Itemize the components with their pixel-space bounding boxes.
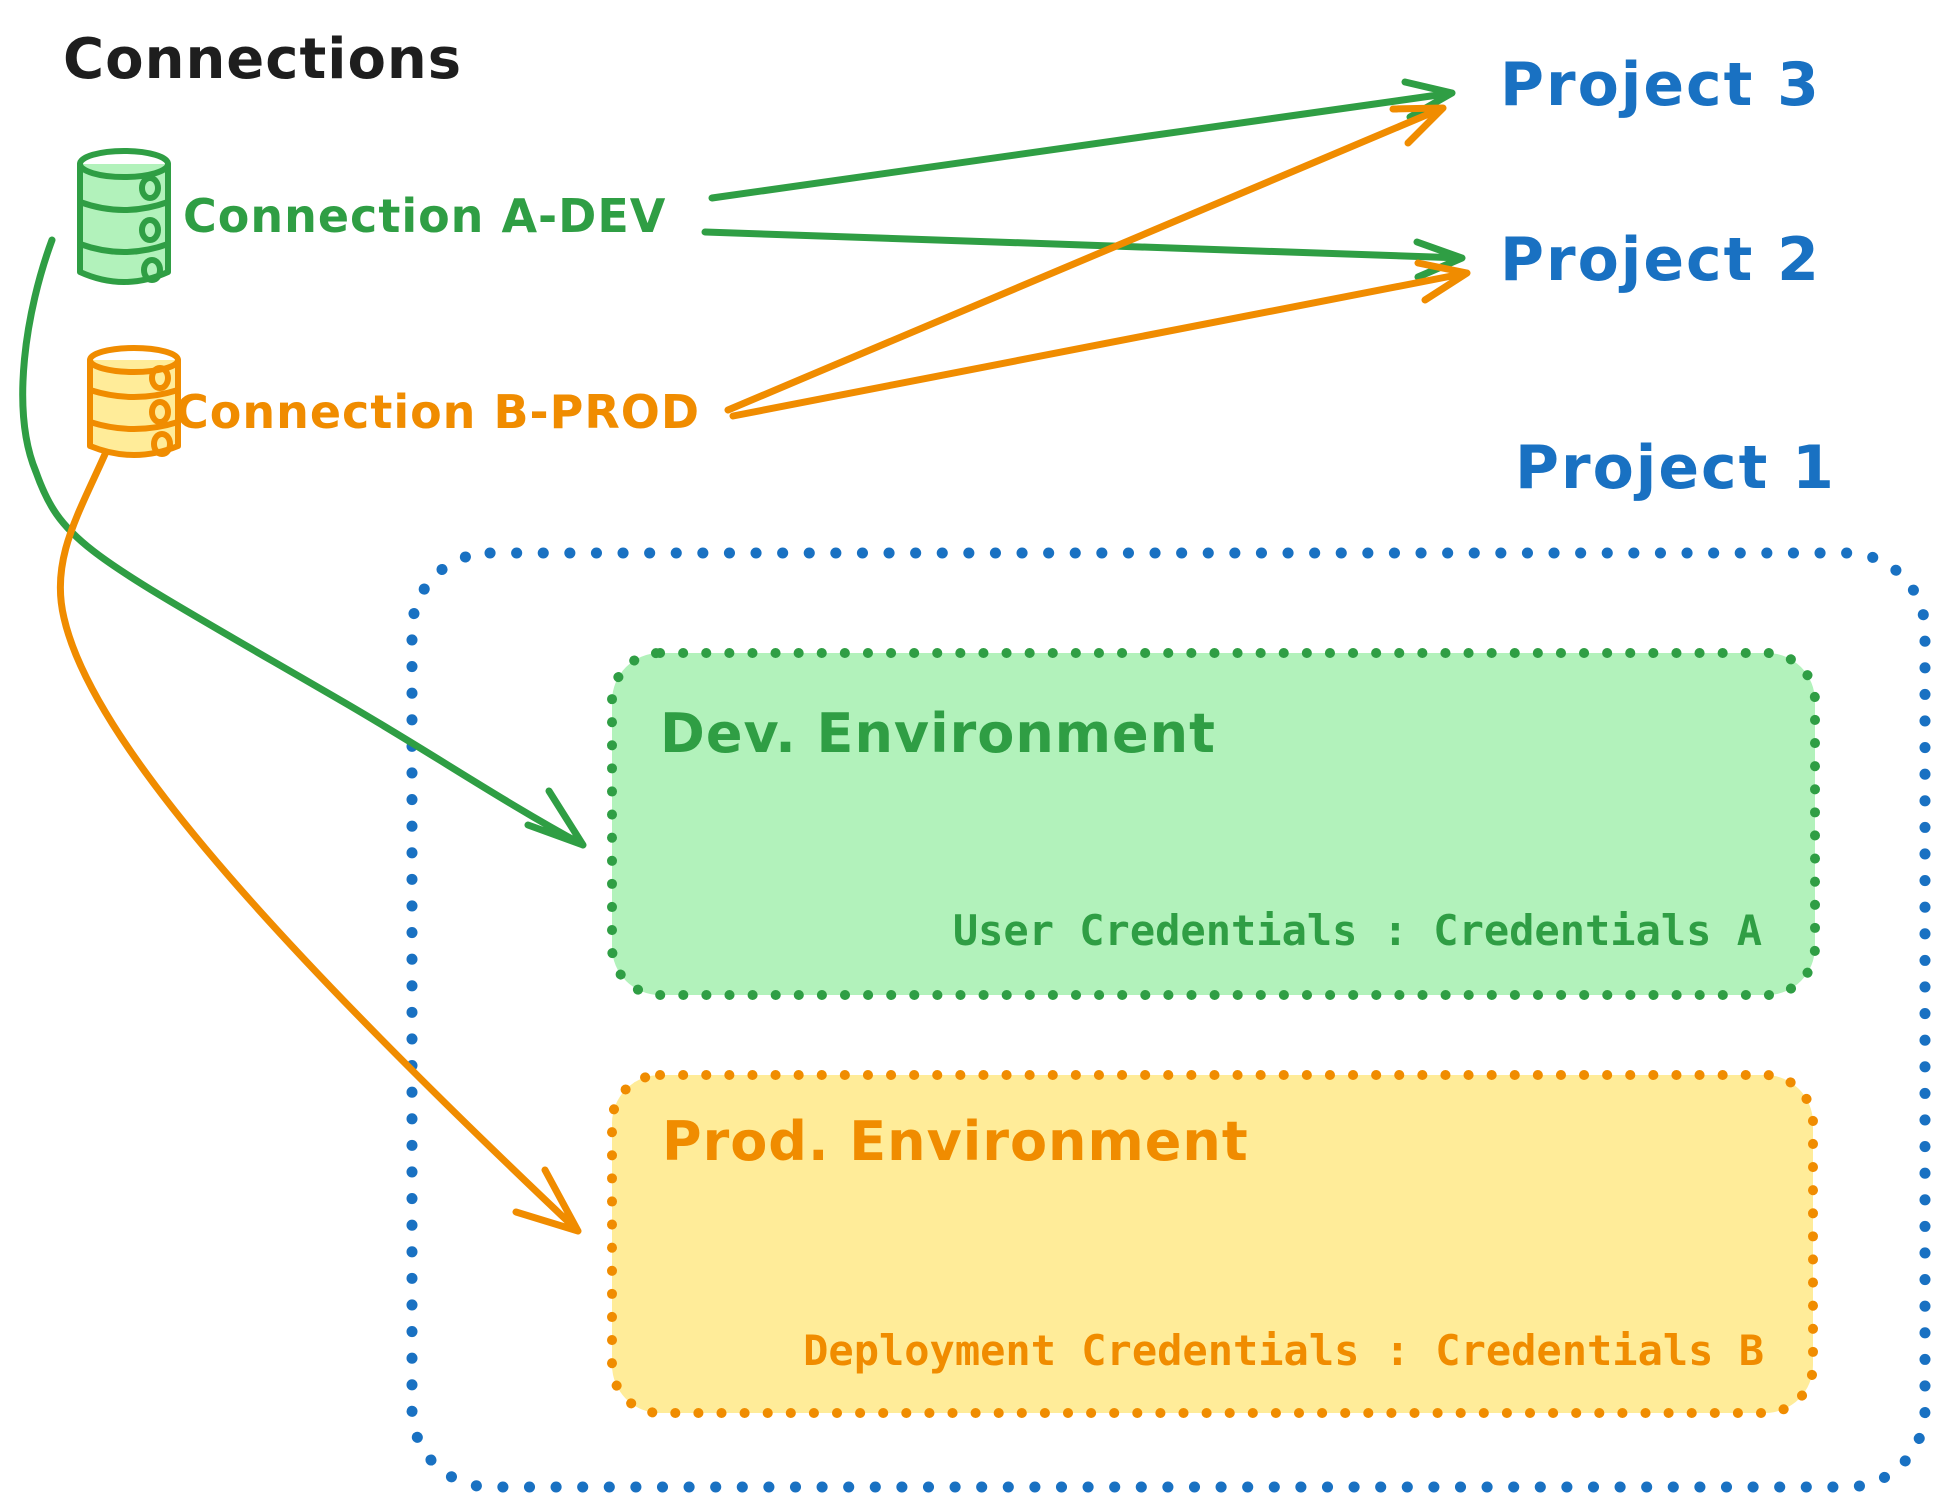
project-1-box	[406, 547, 1931, 1493]
project-3-label: Project 3	[1500, 50, 1821, 120]
connections-title: Connections	[63, 27, 462, 92]
prod-environment-box	[607, 1070, 1818, 1418]
arrow-a-dev-to-project-3	[708, 78, 1456, 202]
database-b-prod-icon	[87, 345, 181, 458]
prod-environment-credentials: Deployment Credentials : Credentials B	[803, 1326, 1764, 1375]
arrow-b-prod-to-project-2	[729, 259, 1471, 420]
dev-environment-credentials: User Credentials : Credentials A	[953, 906, 1762, 955]
connection-a-dev-label: Connection A-DEV	[183, 189, 666, 243]
arrow-b-prod-to-project-3	[724, 104, 1447, 414]
dev-environment-box	[607, 648, 1820, 1000]
database-a-dev-icon	[77, 148, 171, 285]
arrow-a-dev-to-dev-environment	[19, 236, 587, 849]
project-1-label: Project 1	[1515, 433, 1836, 503]
arrow-b-prod-to-prod-environment	[56, 448, 582, 1235]
arrow-a-dev-to-project-2	[701, 228, 1466, 281]
prod-environment-title: Prod. Environment	[662, 1110, 1249, 1173]
connection-b-prod-label: Connection B-PROD	[175, 385, 700, 439]
dev-environment-title: Dev. Environment	[660, 702, 1216, 765]
project-2-label: Project 2	[1500, 225, 1821, 295]
